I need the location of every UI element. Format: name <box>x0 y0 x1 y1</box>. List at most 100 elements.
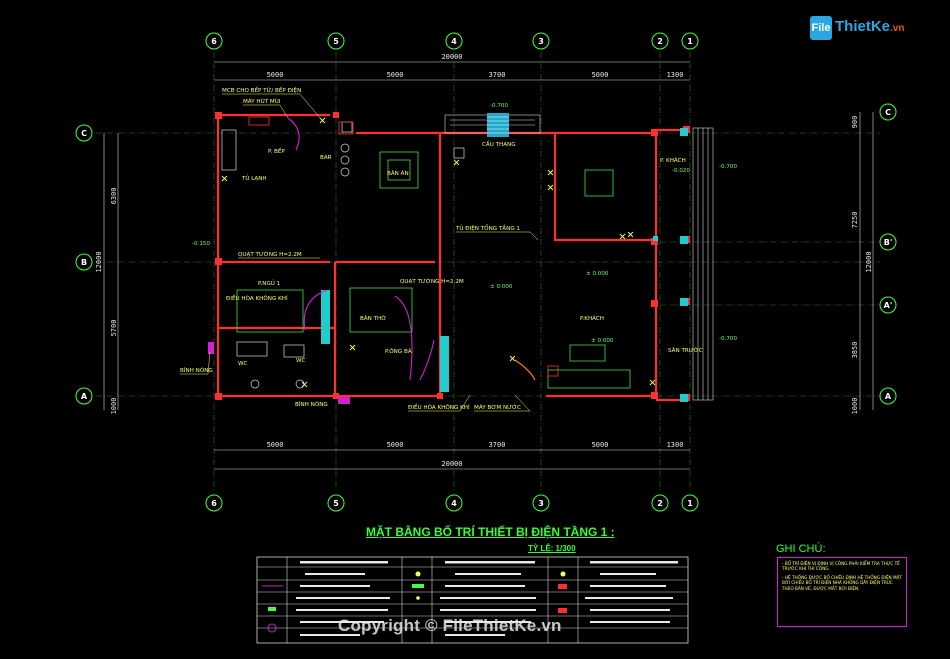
dim-top-2: 5000 <box>387 71 404 79</box>
wardrobes <box>321 290 449 392</box>
dim-top-5: 1300 <box>667 71 684 79</box>
axis-left-c: C <box>81 129 87 138</box>
label-pump: MÁY BƠM NƯỚC <box>474 404 521 411</box>
dim-top-total: 20000 <box>441 53 462 61</box>
dim-right-total: 12000 <box>865 251 873 272</box>
axis-top-3: 3 <box>538 37 544 46</box>
room-staircase: CẦU THANG <box>482 140 516 148</box>
level-3: ± 0.000 <box>591 338 614 344</box>
axis-bottom-1: 1 <box>687 499 693 508</box>
axis-right-a: A <box>885 392 892 401</box>
label-ac-2: ĐIỀU HÒA KHÔNG KHÍ <box>408 403 470 411</box>
dim-top-3: 3700 <box>489 71 506 79</box>
room-labels: P. BẾP BÀN ĂN TỦ LẠNH BAR CẦU THANG P. K… <box>238 140 703 367</box>
room-office: P. KHÁCH <box>660 157 686 164</box>
room-bar: BAR <box>320 155 332 161</box>
cyan-fixtures <box>653 128 688 402</box>
dim-left-2: 5700 <box>110 320 118 337</box>
dim-bottom-4: 5000 <box>592 441 609 449</box>
label-hood: MÁY HÚT MÙI <box>243 98 281 105</box>
dim-left-1: 6300 <box>110 188 118 205</box>
dim-right-3: 3850 <box>851 342 859 359</box>
wiring <box>287 117 536 381</box>
label-ac-1: ĐIỀU HÒA KHÔNG KHÍ <box>226 294 288 302</box>
grid-lines <box>96 52 880 490</box>
level-2: ± 0.000 <box>586 271 609 277</box>
kitchen-fixtures <box>221 121 465 389</box>
furniture <box>236 151 631 389</box>
axis-top-5: 5 <box>333 37 339 46</box>
plan-title: MẶT BẰNG BỐ TRÍ THIẾT BỊ ĐIỆN TẦNG 1 : <box>366 525 615 539</box>
level-7: ± 0.000 <box>490 284 513 290</box>
dimension-lines <box>103 61 874 470</box>
notes-box: - BỐ TRÍ ĐIỆN VỊ ĐỊNH VỊ CÔNG PHẢI KIỂM … <box>777 557 907 627</box>
dim-right-1: 900 <box>851 116 859 129</box>
axis-top-6: 6 <box>211 37 217 46</box>
room-living: P.KHÁCH <box>580 315 604 322</box>
level-1: -0.700 <box>490 103 508 109</box>
axis-top-1: 1 <box>687 37 693 46</box>
axis-top-2: 2 <box>657 37 663 46</box>
dim-bottom-5: 1300 <box>667 441 684 449</box>
axis-left-b: B <box>81 258 87 267</box>
notes-line-1: - BỐ TRÍ ĐIỆN VỊ ĐỊNH VỊ CÔNG PHẢI KIỂM … <box>782 561 900 572</box>
axis-right-c: C <box>885 108 891 117</box>
dim-bottom-total: 20000 <box>441 460 462 468</box>
copyright-watermark: Copyright © FileThietKe.vn <box>338 616 562 635</box>
leader-lines <box>180 93 539 412</box>
logo-text: ThietKe.vn <box>835 18 904 35</box>
axis-bottom-4: 4 <box>451 499 457 508</box>
label-fan-1: QUẠT TƯỜNG H=2.2M <box>238 251 302 258</box>
dim-right-2: 7250 <box>851 212 859 229</box>
room-kitchen: P. BẾP <box>268 147 285 155</box>
room-wc2: WC <box>296 358 306 364</box>
level-5: -0.150 <box>192 241 210 247</box>
lights <box>221 117 656 388</box>
logo-name: ThietKe <box>835 18 891 35</box>
dim-top-4: 5000 <box>592 71 609 79</box>
axis-bottom-3: 3 <box>538 499 544 508</box>
label-fan-2: QUẠT TƯỜNG H=2.2M <box>400 278 464 285</box>
label-main-panel: TỦ ĐIỆN TỔNG TẦNG 1 <box>455 224 520 232</box>
switches <box>248 116 559 377</box>
axis-bubble-labels: 6 5 4 3 2 1 6 5 4 3 2 1 C B A C B' A' A <box>81 37 892 508</box>
axis-left-a: A <box>81 392 88 401</box>
axis-bubbles <box>75 32 897 512</box>
level-4: -0.700 <box>719 164 737 170</box>
water-heaters <box>208 342 350 404</box>
axis-bottom-5: 5 <box>333 499 339 508</box>
axis-top-4: 4 <box>451 37 457 46</box>
dim-top-1: 5000 <box>267 71 284 79</box>
dim-bottom-3: 3700 <box>489 441 506 449</box>
dim-bottom-2: 5000 <box>387 441 404 449</box>
notes-title: GHI CHÚ: <box>776 543 826 555</box>
axis-right-b-prime: B' <box>884 238 893 247</box>
dim-left-total: 12000 <box>95 251 103 272</box>
room-bed1: P.NGỦ 1 <box>258 279 281 287</box>
filethietke-logo: File ThietKe.vn <box>806 12 926 42</box>
notes-line-2: - HỆ THỐNG ĐƯỢC BỐ CHIẾU ĐỊNH HỆ THỐNG Đ… <box>782 574 902 591</box>
logo-box: File <box>810 16 832 40</box>
label-heater-1: BÌNH NÓNG <box>180 367 213 374</box>
level-6: -0.700 <box>719 336 737 342</box>
dimension-texts: 20000 5000 5000 3700 5000 1300 5000 5000… <box>95 53 873 468</box>
label-mcb-kitchen: MCB CHO BẾP TỪ/ BẾP ĐIỆN <box>222 86 301 94</box>
dim-bottom-1: 5000 <box>267 441 284 449</box>
room-worship: BÀN THỜ <box>360 315 386 322</box>
room-bed-master: P.ÔNG BÀ <box>385 348 412 355</box>
dim-left-3: 1000 <box>110 398 118 415</box>
axis-right-a-prime: A' <box>884 301 893 310</box>
room-fridge: TỦ LẠNH <box>241 174 267 182</box>
staircase <box>487 113 509 137</box>
room-dining: BÀN ĂN <box>387 170 409 177</box>
logo-tld: .vn <box>890 23 905 34</box>
axis-bottom-2: 2 <box>657 499 663 508</box>
axis-bottom-6: 6 <box>211 499 217 508</box>
annotation-labels: MCB CHO BẾP TỪ/ BẾP ĐIỆN MÁY HÚT MÙI TỦ … <box>180 86 737 411</box>
legend-table <box>256 556 689 644</box>
label-heater-2: BÌNH NÓNG <box>295 401 328 408</box>
dim-right-4: 1000 <box>851 398 859 415</box>
level-8: -0.020 <box>672 168 690 174</box>
room-wc1: WC <box>238 361 248 367</box>
